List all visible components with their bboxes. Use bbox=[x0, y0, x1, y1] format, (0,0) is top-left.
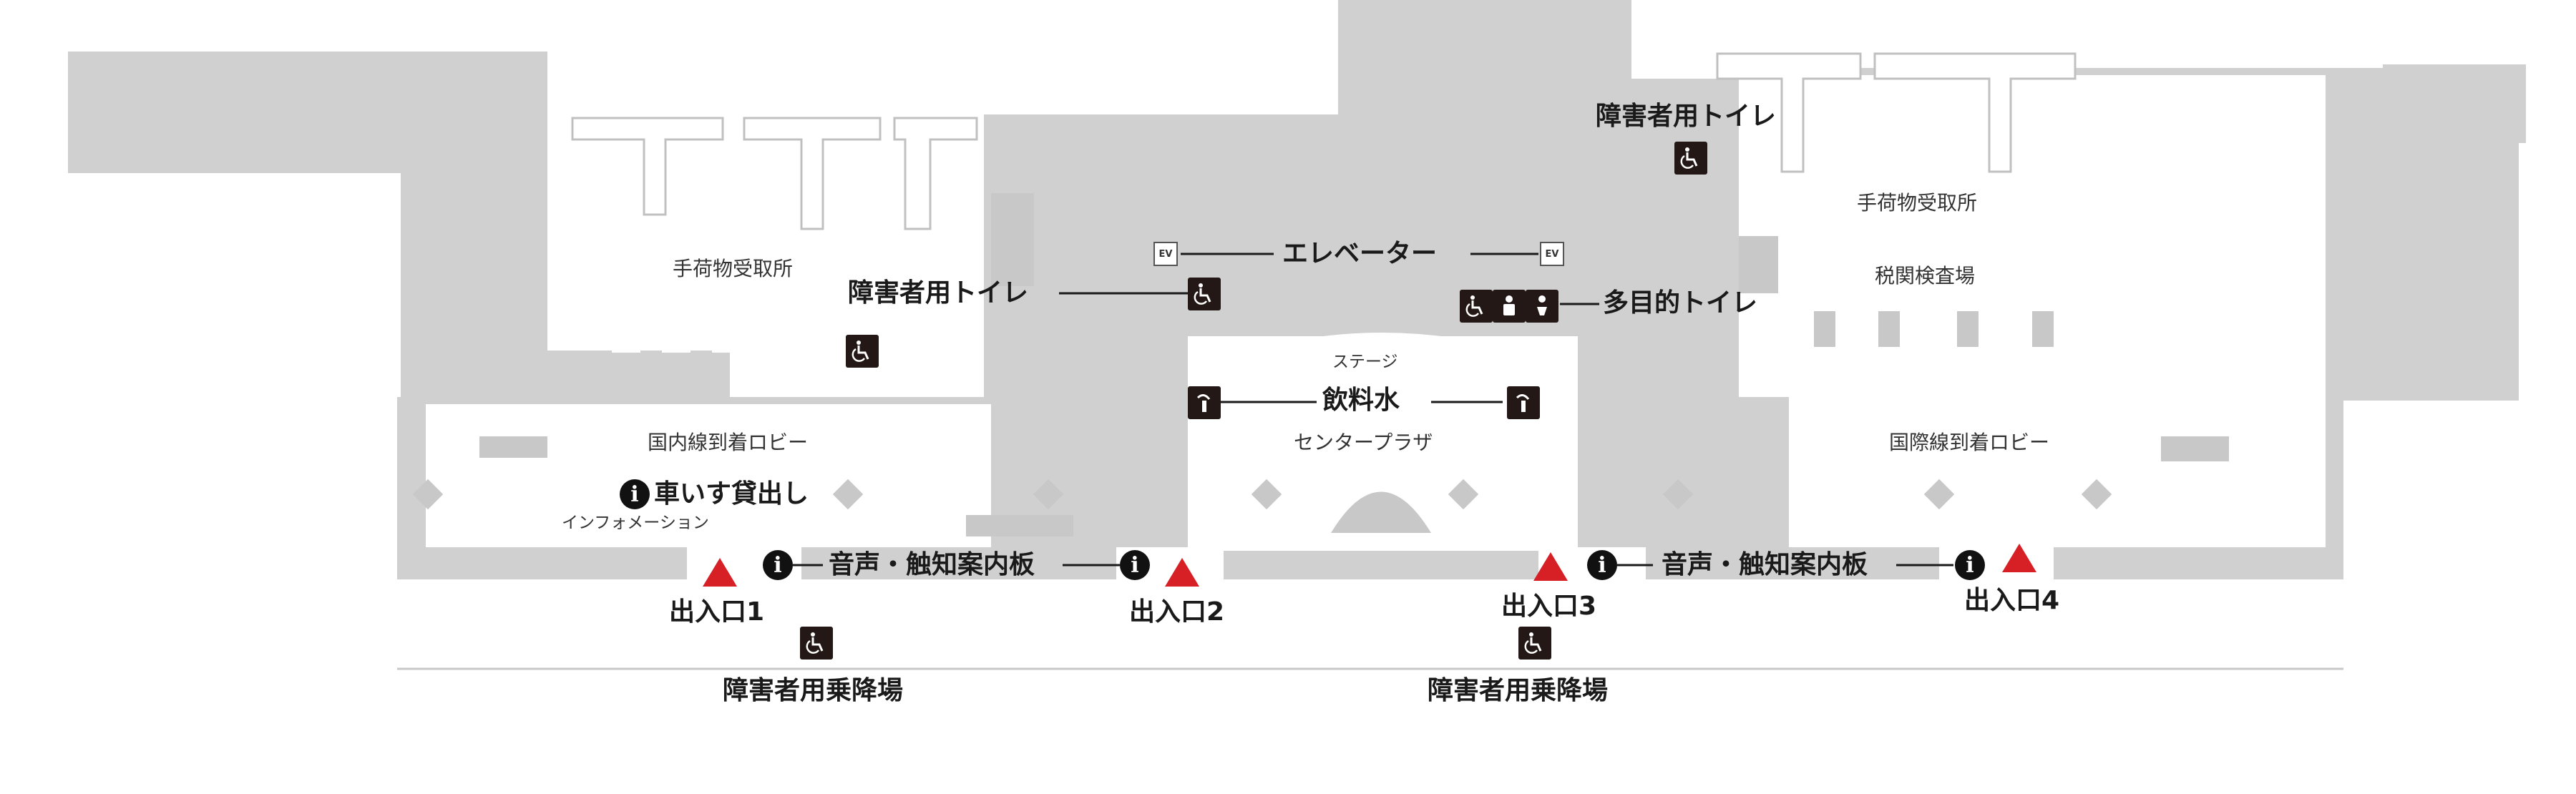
drinking-fountain-icon bbox=[1188, 386, 1221, 419]
stage-label: ステージ bbox=[1332, 353, 1398, 371]
drinking-fountain-icon bbox=[1507, 386, 1540, 419]
wheelchair-icon bbox=[1518, 627, 1551, 660]
drinking-water-label: 飲料水 bbox=[1322, 386, 1400, 415]
audio-tactile-board-right-label: 音声・触知案内板 bbox=[1662, 550, 1868, 579]
red-triangle-icon bbox=[1165, 558, 1199, 587]
entrance-1-label: 出入口1 bbox=[669, 597, 765, 627]
red-triangle-icon bbox=[1533, 552, 1568, 581]
info-icon: i bbox=[1587, 550, 1617, 580]
info-icon: i bbox=[1955, 550, 1985, 580]
baby-care-icon bbox=[1493, 290, 1526, 323]
wheelchair-icon bbox=[1188, 278, 1221, 310]
wheelchair-icon bbox=[800, 627, 833, 660]
international-arrival-lobby-label: 国際線到着ロビー bbox=[1889, 431, 2050, 454]
wheelchair-icon bbox=[846, 335, 879, 368]
center-plaza-label: センタープラザ bbox=[1294, 431, 1433, 454]
entrance-2-label: 出入口2 bbox=[1129, 597, 1225, 627]
elevator-icon: EV bbox=[1540, 242, 1564, 266]
multipurpose-toilet-label: 多目的トイレ bbox=[1603, 288, 1758, 318]
baby-care-icon bbox=[1526, 290, 1558, 323]
wheelchair-icon bbox=[1674, 142, 1707, 175]
red-triangle-icon bbox=[703, 558, 737, 587]
info-icon: i bbox=[763, 550, 793, 580]
entrance-3-label: 出入口3 bbox=[1501, 592, 1597, 621]
accessible-toilet-mid-label: 障害者用トイレ bbox=[848, 278, 1029, 308]
wheelchair-icon bbox=[1460, 290, 1493, 323]
elevator-label: エレベーター bbox=[1282, 239, 1438, 268]
red-triangle-icon bbox=[2002, 544, 2036, 572]
wheelchair-rental-label: 車いす貸出し bbox=[654, 479, 809, 509]
accessible-drop-off-left-label: 障害者用乗降場 bbox=[723, 676, 904, 705]
audio-tactile-board-left-label: 音声・触知案内板 bbox=[829, 550, 1035, 579]
baggage-claim-domestic-label: 手荷物受取所 bbox=[673, 257, 794, 280]
info-icon: i bbox=[1120, 550, 1150, 580]
elevator-icon: EV bbox=[1153, 242, 1178, 266]
accessible-toilet-upper-label: 障害者用トイレ bbox=[1596, 102, 1777, 131]
info-icon: i bbox=[620, 479, 650, 509]
domestic-arrival-lobby-label: 国内線到着ロビー bbox=[648, 431, 809, 454]
customs-label: 税関検査場 bbox=[1875, 264, 1976, 288]
baggage-claim-international-label: 手荷物受取所 bbox=[1857, 191, 1978, 215]
accessible-drop-off-right-label: 障害者用乗降場 bbox=[1428, 676, 1609, 705]
information-label: インフォメーション bbox=[562, 514, 709, 532]
entrance-4-label: 出入口4 bbox=[1964, 586, 2060, 615]
